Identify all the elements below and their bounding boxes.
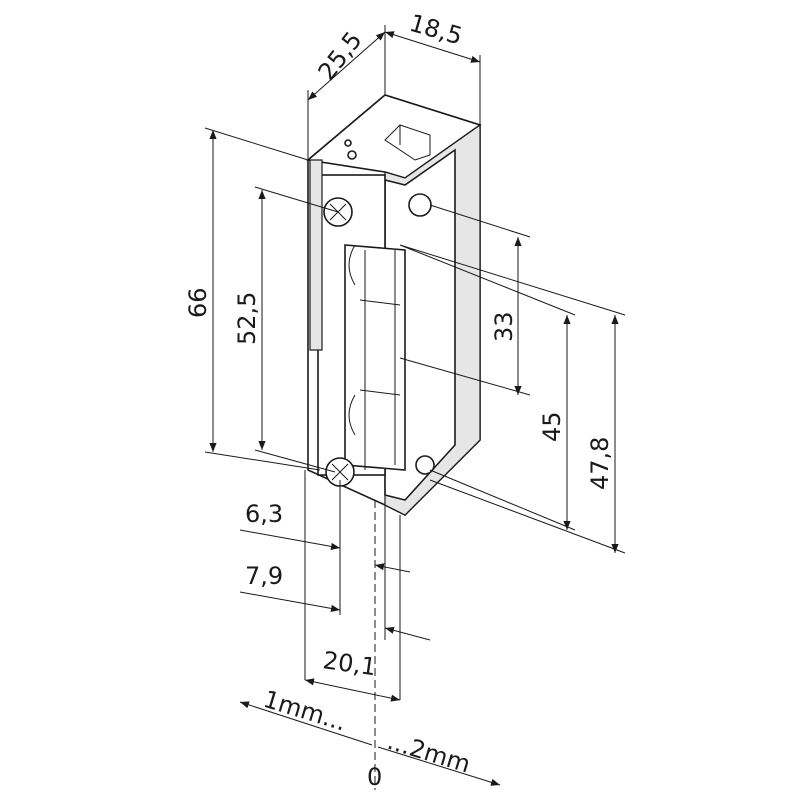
dim-faceplate-45-label: 45 — [538, 411, 566, 442]
dim-offset-7-9-label: 7,9 — [245, 562, 283, 590]
lock-body — [306, 94, 482, 516]
dim-faceplate-47-8-label: 47,8 — [586, 437, 614, 490]
dimension-lines — [209, 31, 619, 786]
dim-depth-label: 25,5 — [313, 26, 368, 85]
adjust-right-label: ...2mm — [384, 727, 473, 779]
extension-lines — [204, 25, 626, 790]
zero-label: 0 — [367, 763, 382, 791]
dim-total-width-label: 20,1 — [321, 646, 378, 681]
screw-bottom-icon — [325, 457, 355, 487]
screw-faceplate-icon — [408, 193, 435, 475]
adjust-left-label: 1mm... — [260, 685, 349, 737]
dim-total-height-label: 66 — [184, 287, 212, 318]
dim-offset-6-3-label: 6,3 — [245, 500, 283, 528]
dim-front-width-label: 18,5 — [406, 9, 465, 51]
dim-screw-spacing-label: 52,5 — [233, 292, 261, 345]
dim-latch-height-label: 33 — [490, 311, 518, 342]
